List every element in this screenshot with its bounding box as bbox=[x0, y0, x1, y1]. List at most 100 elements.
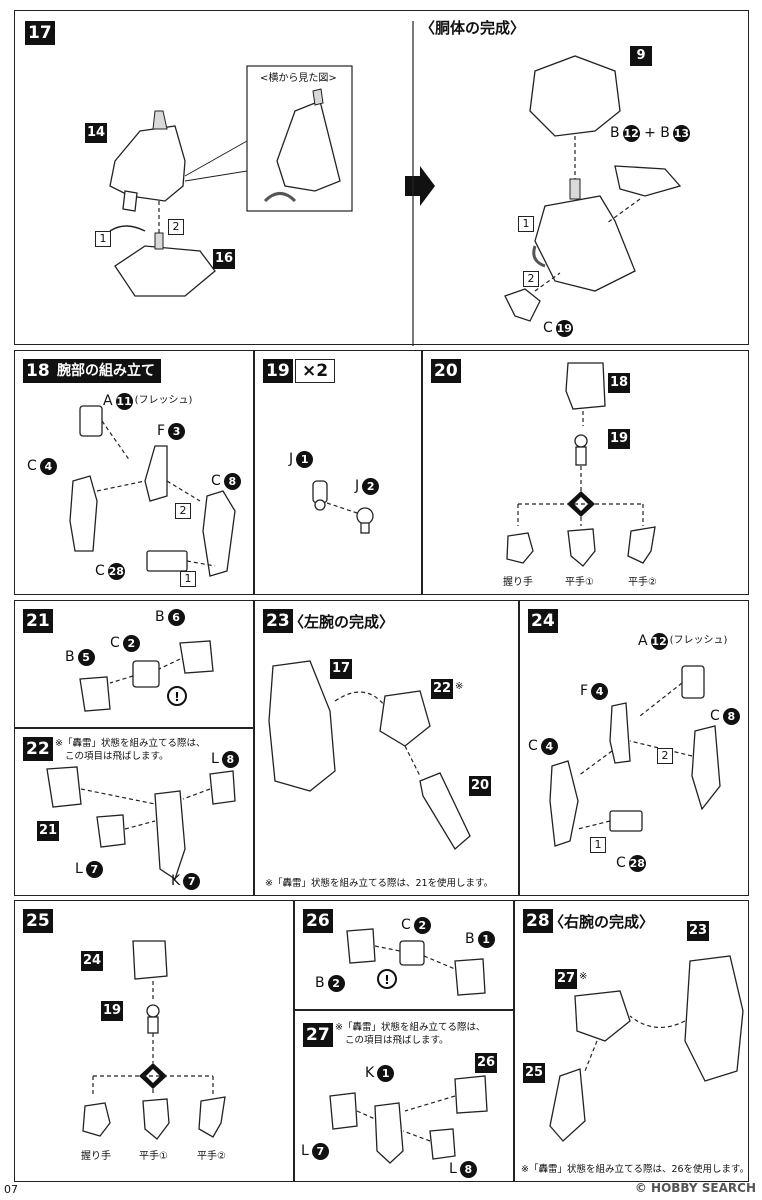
runner-k: K bbox=[365, 1065, 375, 1081]
part-ref-22: 22 bbox=[431, 679, 454, 699]
part-num-1: 1 bbox=[377, 1064, 395, 1082]
runner-b: B bbox=[155, 609, 165, 625]
part-num-4: 4 bbox=[591, 682, 609, 700]
runner-c: C bbox=[211, 473, 221, 489]
runner-f: F bbox=[157, 423, 166, 439]
part-num-2: 2 bbox=[327, 974, 345, 992]
runner-b: B bbox=[315, 975, 325, 991]
runner-c: C bbox=[401, 917, 411, 933]
skip-note-line: ※「轟雷」状態を組み立てる際は、 bbox=[55, 738, 206, 749]
order-box-2: 2 bbox=[657, 748, 673, 764]
step-23-illustration bbox=[268, 660, 471, 850]
order-box-2: 2 bbox=[175, 503, 191, 519]
part-ref-19: 19 bbox=[101, 1001, 124, 1021]
step-28-illustration bbox=[549, 955, 744, 1142]
skip-note-line: この項目は飛ばします。 bbox=[345, 1035, 449, 1046]
order-box-2: 2 bbox=[523, 271, 539, 287]
part-num-5: 5 bbox=[77, 648, 95, 666]
skip-note: ※「轟雷」状態を組み立てる際は、 この項目は飛ばします。 bbox=[55, 737, 205, 763]
skip-note-line: ※「轟雷」状態を組み立てる際は、 bbox=[335, 1022, 486, 1033]
part-num-6: 6 bbox=[167, 608, 185, 626]
part-ref-25: 25 bbox=[523, 1063, 546, 1083]
step-26-illustration: ! bbox=[346, 928, 486, 996]
runner-j: J bbox=[355, 478, 360, 494]
left-arm-complete-title: 〈左腕の完成〉 bbox=[289, 613, 395, 631]
skip-note-line: この項目は飛ばします。 bbox=[65, 751, 169, 762]
panel-step-23: 23 〈左腕の完成〉 17 22 ※ 20 ※「轟雷」状態を組み立てる際は、21… bbox=[254, 600, 519, 896]
color-note: (フレッシュ) bbox=[669, 635, 728, 646]
part-num-8: 8 bbox=[223, 472, 241, 490]
step-number: 27 bbox=[303, 1023, 333, 1047]
part-ref-23: 23 bbox=[687, 921, 710, 941]
order-box-1: 1 bbox=[95, 231, 111, 247]
step-number: 22 bbox=[23, 737, 53, 761]
part-num-8: 8 bbox=[459, 1160, 477, 1178]
part-num-2: 2 bbox=[413, 916, 431, 934]
hand-label-fist: 握り手 bbox=[81, 1151, 111, 1162]
part-ref-26: 26 bbox=[475, 1053, 498, 1073]
part-num-19: 19 bbox=[555, 319, 573, 337]
runner-c: C bbox=[710, 708, 720, 724]
part-num-8: 8 bbox=[221, 750, 239, 768]
order-box-2: 2 bbox=[168, 219, 184, 235]
part-num-12: 12 bbox=[650, 632, 668, 650]
svg-text:!: ! bbox=[384, 973, 389, 987]
quantity-multiplier: ×2 bbox=[295, 359, 336, 383]
part-ref-27: 27 bbox=[555, 969, 578, 989]
runner-b: B bbox=[65, 649, 75, 665]
step-number: 26 bbox=[303, 909, 333, 933]
substitution-note: ※「轟雷」状態を組み立てる際は、21を使用します。 bbox=[265, 878, 494, 889]
step-number: 25 bbox=[23, 909, 53, 933]
runner-c: C bbox=[27, 458, 37, 474]
part-num-1: 1 bbox=[296, 450, 314, 468]
page-number: 07 bbox=[4, 1183, 18, 1196]
runner-l: L bbox=[301, 1143, 309, 1159]
substitution-note: ※「轟雷」状態を組み立てる際は、26を使用します。 bbox=[521, 1164, 750, 1175]
step-number: 23 bbox=[263, 609, 293, 633]
step-number: 19 bbox=[263, 359, 293, 383]
runner-l: L bbox=[75, 861, 83, 877]
runner-c: C bbox=[543, 320, 553, 336]
part-num-7: 7 bbox=[85, 860, 103, 878]
order-box-1: 1 bbox=[518, 216, 534, 232]
step-24-illustration bbox=[549, 665, 721, 847]
step-18-illustration bbox=[69, 405, 236, 577]
plus-sign: + bbox=[644, 125, 656, 141]
part-ref-14: 14 bbox=[85, 123, 108, 143]
runner-c: C bbox=[616, 855, 626, 871]
part-ref-9: 9 bbox=[630, 46, 652, 66]
part-num-2: 2 bbox=[362, 477, 380, 495]
order-box-1: 1 bbox=[180, 571, 196, 587]
runner-b: B bbox=[660, 125, 670, 141]
panel-step-17: 17 14 16 <横から見た図> 1 2 〈胴体の完成〉 9 bbox=[14, 10, 749, 346]
part-ref-19: 19 bbox=[608, 429, 631, 449]
panel-step-20: 20 18 19 握り手 平手① 平手② bbox=[422, 350, 749, 595]
step-number: 20 bbox=[431, 359, 461, 383]
part-num-7: 7 bbox=[183, 872, 201, 890]
step-19-illustration bbox=[312, 480, 374, 534]
remark-mark: ※ bbox=[579, 971, 588, 982]
part-num-2: 2 bbox=[122, 634, 140, 652]
step-number: 17 bbox=[25, 21, 55, 45]
step-number: 21 bbox=[23, 609, 53, 633]
panel-step-25: 25 24 19 握り手 平手① 平手② bbox=[14, 900, 294, 1182]
